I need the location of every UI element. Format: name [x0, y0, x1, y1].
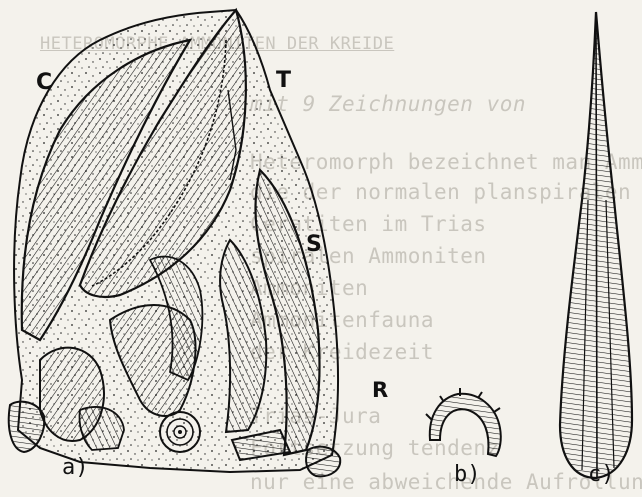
- label-c: C: [36, 70, 52, 95]
- label-t: T: [276, 68, 291, 93]
- fossil-section-b: [426, 388, 501, 456]
- caption-b: b): [454, 462, 481, 487]
- label-s: S: [306, 232, 322, 257]
- caption-a: a): [62, 455, 89, 480]
- label-r: R: [372, 378, 388, 402]
- caption-c: c): [588, 462, 615, 487]
- fossil-cone-c: [560, 12, 632, 478]
